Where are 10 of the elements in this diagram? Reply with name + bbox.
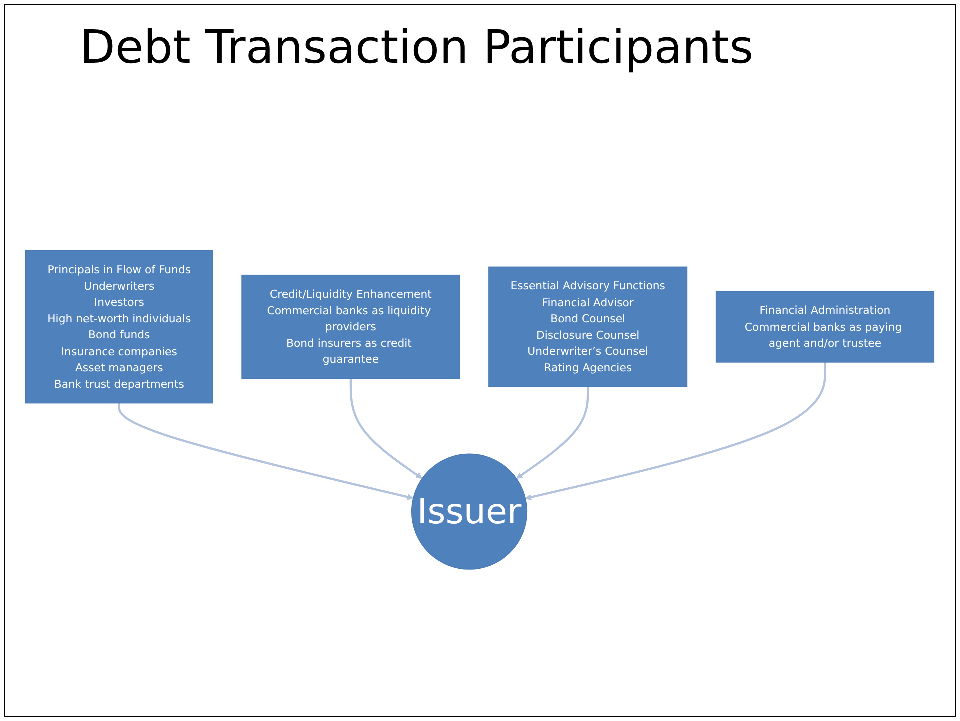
node-box: Credit/Liquidity Enhancement Commercial banks as liquidity providers Bond insurers as credit guarantee (242, 274, 460, 379)
slide-title: Debt Transaction Participants (80, 20, 754, 74)
arrow (516, 386, 590, 479)
node-circle: Issuer (411, 454, 528, 570)
arrow (118, 403, 414, 500)
node-box: Principals in Flow of Funds Underwriters Investors High net-worth individuals Bond funds Insurance companies Asset managers Bank trust departments (25, 250, 214, 404)
arrow (350, 378, 423, 479)
node-box: Financial Administration Commercial banks as paying agent and/or trustee (716, 291, 935, 363)
node-box: Essential Advisory Functions Financial Advisor Bond Counsel Disclosure Counsel Underwriter’s Counsel Rating Agencies (488, 266, 688, 388)
arrow (525, 362, 826, 500)
